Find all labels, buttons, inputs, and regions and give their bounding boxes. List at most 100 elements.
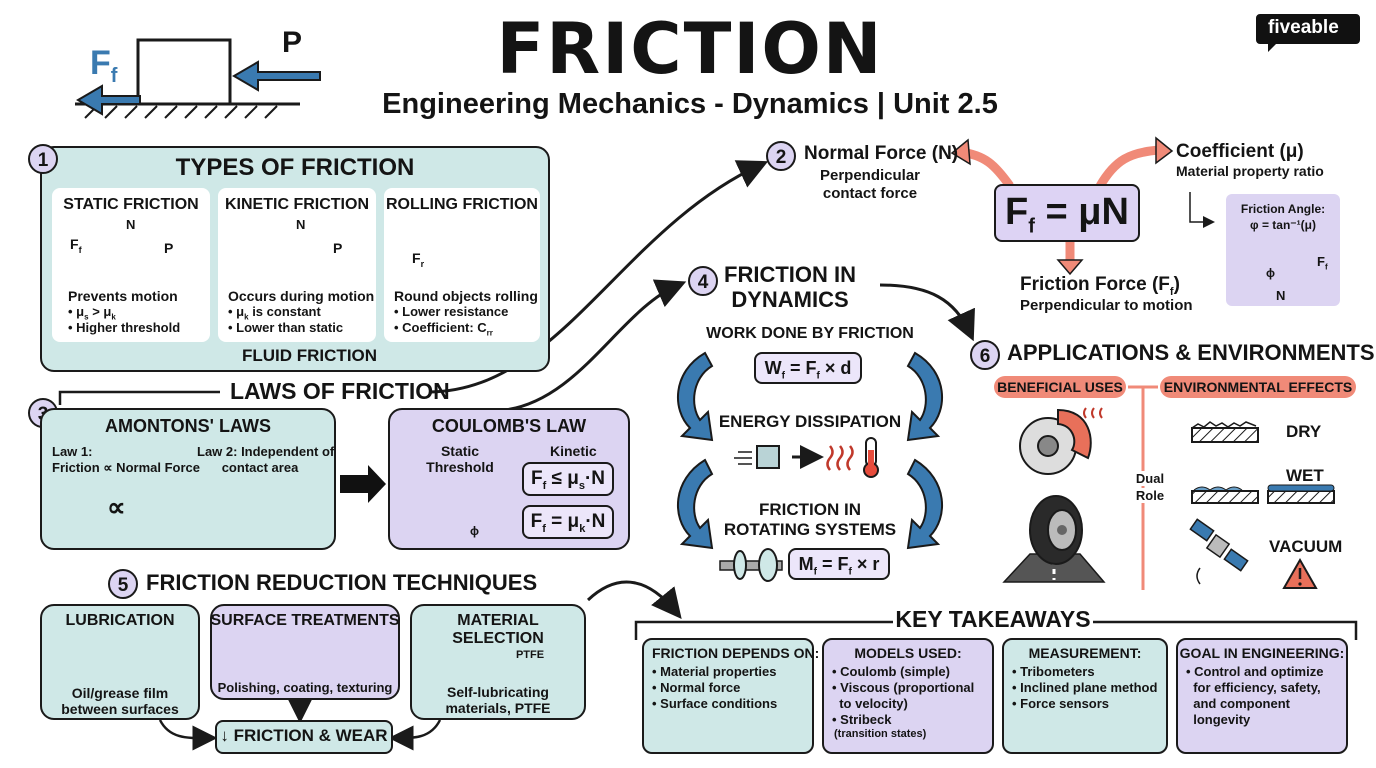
- dynamics-title-1: FRICTION IN: [724, 262, 856, 287]
- section-2-badge: 2: [766, 141, 796, 171]
- header-ff-label: Ff: [90, 44, 118, 87]
- work-equation: Wf = Ff × d: [754, 352, 862, 384]
- section-5-badge: 5: [108, 569, 138, 599]
- section-1-badge: 1: [28, 144, 58, 174]
- coulomb-title: COULOMB'S LAW: [431, 416, 587, 436]
- dynamics-title-2: DYNAMICS: [731, 287, 849, 312]
- surface-treatments-card[interactable]: [210, 604, 400, 700]
- static-p-label: P: [164, 240, 174, 256]
- static-bullet-1: • μs > μk: [68, 304, 116, 322]
- header-p-label: P: [282, 26, 303, 59]
- takeaway-measurement-item: • Inclined plane method: [1012, 680, 1158, 695]
- page-title: FRICTION: [496, 8, 884, 90]
- env-dry-label: DRY: [1286, 422, 1322, 441]
- tire-icon: [1002, 495, 1106, 583]
- friction-angle-box: [1226, 194, 1340, 306]
- friction-wear-text: ↓ FRICTION & WEAR: [220, 726, 388, 745]
- takeaway-card-models: [822, 638, 994, 754]
- applications-title: APPLICATIONS & ENVIRONMENTS: [1007, 340, 1375, 365]
- proportional-symbol: ∝: [107, 492, 126, 522]
- fluid-friction-label: FLUID FRICTION: [242, 346, 378, 365]
- static-title: STATIC FRICTION: [63, 196, 199, 213]
- environmental-effects-pill: ENVIRONMENTAL EFFECTS: [1160, 376, 1356, 398]
- kinetic-p-label: P: [333, 240, 343, 256]
- arrow-to-normal-force: [429, 160, 769, 394]
- normal-force-line-2: contact force: [822, 185, 918, 202]
- takeaway-depends-item: • Surface conditions: [652, 696, 778, 711]
- satellite-icon: [1189, 518, 1249, 585]
- takeaway-models-item: • Coulomb (simple): [832, 664, 950, 679]
- coulomb-static-2: Threshold: [426, 459, 494, 475]
- takeaways-bracket-left: [634, 620, 893, 640]
- friction-force-title: Friction Force (Ff): [1020, 274, 1180, 298]
- angle-phi: ϕ: [1266, 266, 1275, 280]
- amontons-law2-a: Law 2: Independent of: [197, 444, 335, 459]
- wet-surface-icon: [1191, 484, 1335, 504]
- energy-title: ENERGY DISSIPATION: [718, 412, 902, 431]
- amontons-law1-b: Friction ∝ Normal Force: [52, 460, 200, 475]
- takeaway-models-item: (transition states): [834, 728, 927, 740]
- kinetic-title: KINETIC FRICTION: [225, 196, 369, 213]
- kinetic-bullet-1: • μk is constant: [228, 304, 321, 322]
- laws-bracket-left: [58, 390, 220, 405]
- arrow-to-coulomb: [340, 465, 386, 503]
- amontons-law2-b: contact area: [221, 460, 299, 475]
- header-block-icon: [75, 38, 321, 119]
- takeaway-goal-item: longevity: [1186, 712, 1251, 727]
- material-selection-card[interactable]: [410, 604, 586, 720]
- env-wet-label: WET: [1286, 466, 1324, 485]
- static-n-label: N: [126, 217, 136, 232]
- lubrication-line-1: Oil/grease film: [71, 685, 169, 701]
- env-vacuum-label: VACUUM: [1269, 537, 1343, 556]
- brake-disc-icon: [1019, 407, 1103, 475]
- material-title: MATERIAL SELECTION: [452, 612, 544, 647]
- reduction-title: FRICTION REDUCTION TECHNIQUES: [146, 570, 538, 595]
- dual-role-1: Dual: [1128, 471, 1172, 486]
- normal-force-line-1: Perpendicular: [819, 167, 921, 184]
- laws-title: LAWS OF FRICTION: [230, 378, 450, 404]
- takeaways-title: KEY TAKEAWAYS: [895, 606, 1091, 632]
- rolling-bullet-2: • Coefficient: Crr: [394, 320, 493, 338]
- work-title: WORK DONE BY FRICTION: [706, 325, 914, 342]
- coulomb-static-1: Static: [440, 443, 480, 459]
- angle-n: N: [1276, 288, 1286, 303]
- takeaways-bracket-right: [1093, 620, 1358, 640]
- rotating-title-1: FRICTION IN: [759, 500, 861, 519]
- warning-icon: [1282, 557, 1318, 589]
- normal-force-title: Normal Force (N): [804, 143, 959, 164]
- amontons-title: AMONTONS' LAWS: [105, 416, 271, 436]
- material-line-2: materials, PTFE: [445, 700, 551, 716]
- takeaway-goal-item: • Control and optimize: [1186, 664, 1324, 679]
- takeaway-depends-item: • Material properties: [652, 664, 777, 679]
- moment-equation: Mf = Ff × r: [788, 548, 890, 580]
- friction-angle-eq: φ = tan⁻¹(μ): [1250, 218, 1316, 232]
- takeaway-card-depends: [642, 638, 814, 754]
- takeaway-models-title: MODELS USED:: [854, 645, 962, 661]
- arrow-lubrication-result: [158, 719, 218, 751]
- rolling-title: ROLLING FRICTION: [386, 196, 538, 213]
- fiveable-logo-bubble: [1256, 14, 1360, 52]
- surface-title: SURFACE TREATMENTS: [210, 612, 400, 629]
- shaft-icon: [719, 548, 783, 582]
- friction-wear-result: [215, 720, 393, 754]
- friction-formula: Ff = μN: [994, 184, 1140, 242]
- kinetic-equation: Ff = μk·N: [522, 505, 614, 539]
- coefficient-desc: Material property ratio: [1176, 163, 1324, 179]
- beneficial-uses-pill: BENEFICIAL USES: [994, 376, 1126, 398]
- takeaway-goal-item: for efficiency, safety,: [1186, 680, 1321, 695]
- takeaway-measurement-title: MEASUREMENT:: [1028, 645, 1142, 661]
- arrow-to-takeaways: [586, 580, 682, 619]
- takeaway-depends-item: • Normal force: [652, 680, 741, 695]
- dynamics-cycle-arrows: [677, 351, 943, 550]
- takeaway-measurement-item: • Force sensors: [1012, 696, 1110, 711]
- lubrication-card[interactable]: [40, 604, 200, 720]
- rolling-fr-label: Fr: [412, 250, 425, 269]
- lubrication-line-2: between surfaces: [61, 701, 179, 717]
- rolling-bullet-1: • Lower resistance: [394, 304, 509, 319]
- page-subtitle: Engineering Mechanics - Dynamics | Unit …: [382, 88, 998, 120]
- friction-angle-title: Friction Angle:: [1240, 202, 1326, 216]
- ptfe-badge: PTFE: [515, 649, 545, 661]
- kinetic-friction-card: [218, 188, 376, 342]
- amontons-panel: [40, 408, 336, 550]
